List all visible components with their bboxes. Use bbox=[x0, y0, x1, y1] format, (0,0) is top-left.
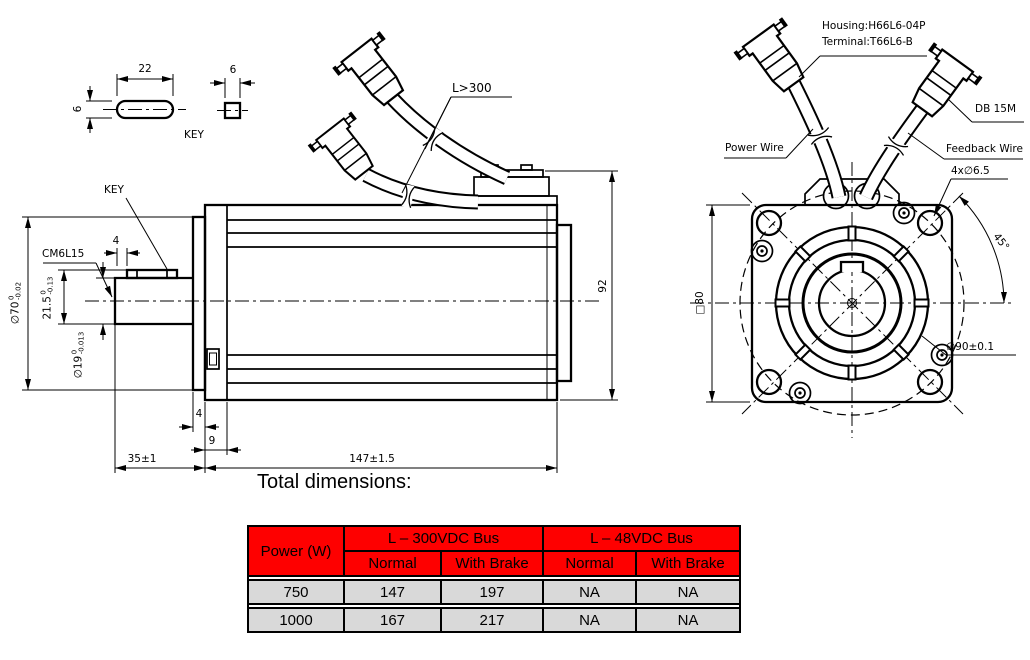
dim-key-thickness: 6 bbox=[72, 105, 84, 113]
dimensions-table: Power (W) L – 300VDC Bus L – 48VDC Bus N… bbox=[247, 525, 741, 633]
table-subheader: With Brake bbox=[442, 552, 542, 575]
key-callout: KEY bbox=[104, 184, 124, 196]
table-subheader: Normal bbox=[345, 552, 440, 575]
frame-size-label: □80 bbox=[694, 291, 706, 315]
table-cell: NA bbox=[544, 609, 635, 631]
dim-shaft-length: 35±1 bbox=[127, 453, 157, 465]
cable-length-label: L>300 bbox=[452, 81, 492, 95]
center-hole-callout: CM6L15 bbox=[42, 248, 85, 260]
table-row-gap bbox=[249, 605, 739, 607]
table-header-bus-300: L – 300VDC Bus bbox=[345, 527, 542, 550]
dim-key-section: 6 bbox=[229, 64, 237, 76]
dim-height: 92 bbox=[597, 279, 609, 293]
dim-pilot-depth: 4 bbox=[195, 408, 203, 420]
table-cell: 197 bbox=[442, 581, 542, 603]
dim-key-offset: 4 bbox=[112, 235, 120, 247]
table-header-bus-48: L – 48VDC Bus bbox=[544, 527, 739, 550]
feedback-wire-label: Feedback Wire bbox=[946, 143, 1023, 155]
table-cell: NA bbox=[544, 581, 635, 603]
power-wire-label: Power Wire bbox=[725, 142, 784, 154]
key-view-label: KEY bbox=[184, 129, 204, 141]
housing-label: Housing:H66L6-04P bbox=[822, 20, 926, 32]
table-cell: NA bbox=[637, 609, 739, 631]
table-cell: NA bbox=[637, 581, 739, 603]
table-header-power: Power (W) bbox=[249, 527, 343, 575]
db15-label: DB 15M bbox=[975, 103, 1017, 115]
table-cell: 750 bbox=[249, 581, 343, 603]
dim-shoulder: 9 bbox=[208, 435, 216, 447]
table-cell: 217 bbox=[442, 609, 542, 631]
side-view-drawing bbox=[22, 30, 618, 473]
dim-body-length: 147±1.5 bbox=[349, 453, 395, 465]
table-row-gap bbox=[249, 577, 739, 579]
table-subheader: With Brake bbox=[637, 552, 739, 575]
power-connector-icon bbox=[732, 16, 820, 104]
terminal-label: Terminal:T66L6-B bbox=[822, 36, 913, 48]
bolt-circle-label: ∅90±0.1 bbox=[946, 341, 995, 353]
table-cell: 1000 bbox=[249, 609, 343, 631]
table-cell: 147 bbox=[345, 581, 440, 603]
vent-slots bbox=[774, 225, 930, 381]
section-title: Total dimensions: bbox=[257, 471, 412, 493]
mount-holes-label: 4x∅6.5 bbox=[951, 165, 990, 177]
dim-key-width: 22 bbox=[138, 63, 152, 75]
table-cell: 167 bbox=[345, 609, 440, 631]
front-view-drawing bbox=[690, 16, 1024, 438]
key-detail-view bbox=[86, 74, 255, 133]
table-subheader: Normal bbox=[544, 552, 635, 575]
